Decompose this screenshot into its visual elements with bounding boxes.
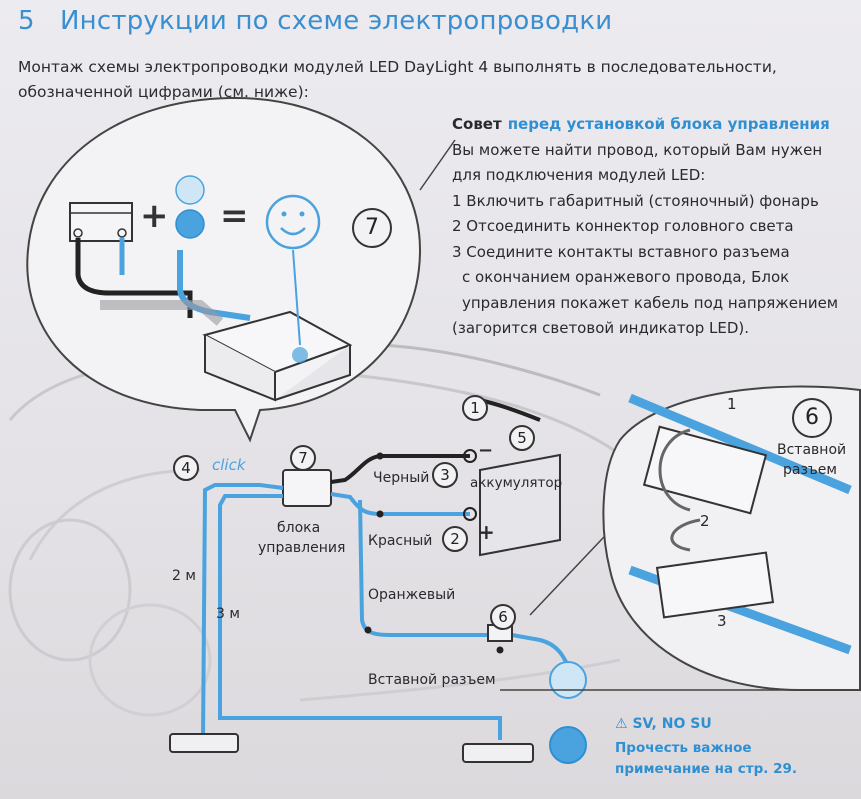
equation-equals: = bbox=[220, 196, 249, 236]
tip-heading: перед установкой блока управления bbox=[507, 115, 830, 133]
tip-line: 2 Отсоединить коннектор головного света bbox=[452, 217, 794, 235]
warning-icon: ⚠ bbox=[615, 716, 628, 732]
warning-line: ⚠ SV, NO SU bbox=[615, 713, 712, 735]
inset-number-1: 1 bbox=[727, 395, 737, 413]
headlamp-icon bbox=[549, 726, 587, 764]
control-unit-label-2: управления bbox=[258, 540, 346, 556]
parking-light-icon bbox=[175, 175, 205, 205]
car-battery-illustration bbox=[479, 453, 561, 557]
tip-line: для подключения модулей LED: bbox=[452, 166, 706, 184]
intro-text: Монтаж схемы электропроводки модулей LED… bbox=[18, 58, 777, 101]
led-module-right bbox=[462, 743, 534, 763]
step-6-badge: 6 bbox=[490, 604, 516, 630]
inset-step-6-badge: 6 bbox=[792, 398, 832, 438]
battery-plus-sign: + bbox=[478, 520, 495, 544]
inset-connector-label-1: Вставной bbox=[777, 442, 847, 458]
click-label: click bbox=[212, 456, 246, 474]
control-unit-label-1: блока bbox=[277, 520, 321, 536]
battery-minus-sign: − bbox=[478, 440, 494, 461]
led-module-left bbox=[169, 733, 239, 753]
step-7-small-badge: 7 bbox=[290, 445, 316, 471]
step-2-badge: 2 bbox=[442, 526, 468, 552]
tip-line: 3 Соедините контакты вставного разъема bbox=[452, 242, 790, 261]
control-unit-box bbox=[282, 469, 332, 507]
tip-line: управления покажет кабель под напряжение… bbox=[462, 293, 839, 312]
step-7-badge: 7 bbox=[352, 208, 392, 248]
important-note: Прочесть важное примечание на стр. 29. bbox=[615, 740, 798, 777]
step-3-badge: 3 bbox=[432, 462, 458, 488]
orange-wire-label: Оранжевый bbox=[368, 587, 456, 603]
equation-plus: + bbox=[140, 196, 169, 236]
section-number: 5 bbox=[18, 6, 35, 36]
cable-length-3m: 3 м bbox=[216, 606, 240, 622]
inset-number-2: 2 bbox=[700, 512, 710, 530]
detail-callout bbox=[26, 96, 456, 443]
tip-box: Совет перед установкой блока управления В… bbox=[452, 112, 847, 342]
step-4-badge: 4 bbox=[173, 455, 199, 481]
parking-lamp-icon bbox=[549, 661, 587, 699]
inset-connector-label-2: разъем bbox=[783, 462, 837, 478]
step-1-badge: 1 bbox=[462, 395, 488, 421]
battery-label: аккумулятор bbox=[470, 475, 563, 491]
battery-icon bbox=[69, 202, 133, 242]
red-wire-label: Красный bbox=[368, 533, 433, 549]
tip-line: (загорится световой индикатор LED). bbox=[452, 319, 750, 337]
section-title: Инструкции по схеме электропроводки bbox=[60, 6, 613, 36]
warning-text: SV, NO SU bbox=[632, 716, 712, 732]
black-wire-label: Черный bbox=[373, 470, 430, 486]
inset-number-3: 3 bbox=[717, 612, 727, 630]
cable-length-2m: 2 м bbox=[172, 568, 196, 584]
step-5-badge: 5 bbox=[509, 425, 535, 451]
control-box-illustration bbox=[202, 310, 353, 402]
smiley-icon bbox=[265, 194, 321, 250]
plug-connector-label: Вставной разъем bbox=[368, 672, 496, 688]
main-wiring bbox=[169, 398, 860, 764]
tip-line: 1 Включить габаритный (стояночный) фонар… bbox=[452, 191, 819, 210]
connector-inset bbox=[602, 385, 861, 691]
tip-line: Вы можете найти провод, который Вам нуже… bbox=[452, 140, 823, 159]
tip-label: Совет bbox=[452, 115, 502, 133]
tip-line: с окончанием оранжевого провода, Блок bbox=[462, 268, 790, 286]
headlight-icon bbox=[175, 209, 205, 239]
